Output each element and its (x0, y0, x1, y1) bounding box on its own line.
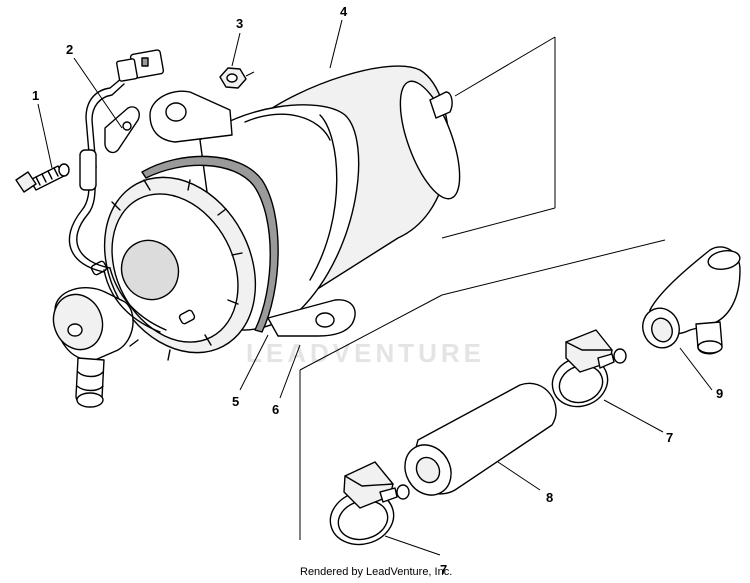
inlet-fitting (52, 287, 134, 408)
hose-clamp-upper (551, 329, 627, 408)
callout-8: 8 (546, 490, 553, 505)
fuel-hose (404, 382, 557, 496)
callout-6: 6 (272, 402, 279, 417)
callout-1: 1 (32, 88, 39, 103)
pump-end-cap (90, 176, 257, 361)
callout-5: 5 (232, 394, 239, 409)
hex-nut (219, 67, 255, 89)
callout-3: 3 (236, 16, 243, 31)
footer-credit: Rendered by LeadVenture, Inc. (300, 566, 453, 578)
hose-clamp-lower (329, 461, 410, 546)
leader-lines (37, 19, 713, 556)
wiring-harness (68, 49, 167, 333)
insulator-sleeve (141, 155, 279, 333)
callout-4: 4 (340, 4, 348, 19)
callout-2: 2 (66, 42, 73, 57)
elbow-fitting (642, 246, 741, 355)
screw (15, 163, 70, 193)
explode-lines (299, 36, 666, 540)
watermark-logo: LEADVENTURE (246, 338, 486, 368)
callout-7-upper: 7 (666, 430, 673, 445)
callout-7-lower: 7 (440, 562, 447, 577)
callout-9: 9 (716, 386, 723, 401)
